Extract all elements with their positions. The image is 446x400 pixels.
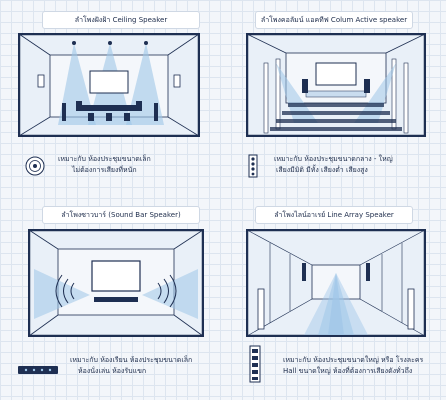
description-line-1: เหมาะกับ ห้องประชุมขนาดกลาง - ใหญ่ (274, 155, 393, 163)
description-line-2: Hall ขนาดใหญ่ ห้องที่ต้องการเสียงดังทั่ว… (283, 367, 413, 375)
sound-bar-room-illustration (28, 229, 204, 337)
ceiling-speaker-room-illustration (18, 33, 200, 137)
column-speaker-hall-illustration (246, 33, 426, 137)
description-line-1: เหมาะกับ ห้องเรียน ห้องประชุมขนาดเล็ก (70, 356, 193, 364)
line-array-description: เหมาะกับ ห้องประชุมขนาดใหญ่ หรือ โรงละคร… (283, 355, 443, 377)
description-line-1: เหมาะกับ ห้องประชุมขนาดใหญ่ หรือ โรงละคร (283, 356, 424, 364)
panel-title-sound-bar: ลำโพงซาวบาร์ (Sound Bar Speaker) (42, 206, 200, 224)
sound-bar-icon (18, 360, 58, 379)
ceiling-speaker-icon (25, 156, 45, 180)
panel-title-line-array: ลำโพงไลน์อาเรย์ Line Array Speaker (255, 206, 413, 224)
column-speaker-icon (248, 154, 258, 182)
description-line-2: ห้องนั่งเล่น ห้องรับแขก (78, 367, 147, 375)
line-array-icon (249, 345, 261, 387)
ceiling-speaker-description: เหมาะกับ ห้องประชุมขนาดเล็ก ไม่ต้องการเส… (58, 154, 208, 176)
column-speaker-description: เหมาะกับ ห้องประชุมขนาดกลาง - ใหญ่ เสียง… (274, 154, 440, 176)
panel-title-ceiling: ลำโพงฝังฝ้า Ceiling Speaker (42, 11, 200, 29)
panel-title-column-active: ลำโพงคอลัมน์ แอคทีฟ Colum Active speaker (255, 11, 413, 29)
description-line-2: ไม่ต้องการเสียงที่หนัก (72, 166, 137, 174)
description-line-2: เสียงมีมิติ มีทั้ง เสียงต่ำ เสียงสูง (276, 166, 368, 174)
description-line-1: เหมาะกับ ห้องประชุมขนาดเล็ก (58, 155, 151, 163)
line-array-hall-illustration (246, 229, 426, 337)
sound-bar-description: เหมาะกับ ห้องเรียน ห้องประชุมขนาดเล็ก ห้… (70, 355, 230, 377)
